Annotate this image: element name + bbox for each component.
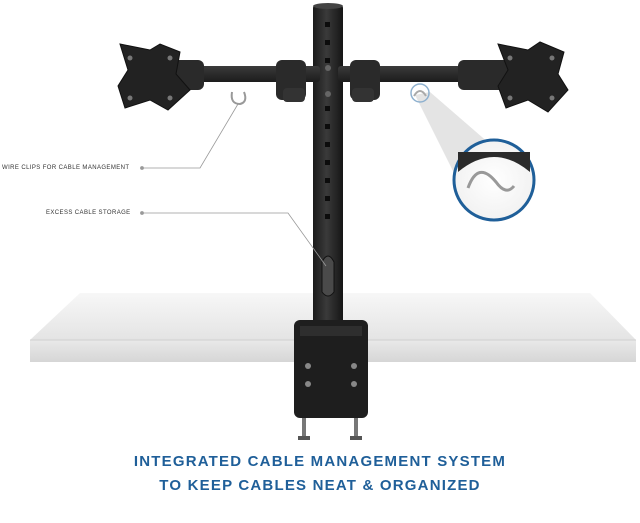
collar-screw (325, 65, 331, 71)
callout-line-cable-storage (140, 211, 327, 267)
collar-screw (325, 91, 331, 97)
caption-line-2: TO KEEP CABLES NEAT & ORGANIZED (159, 477, 481, 494)
wire-clip-right (410, 83, 430, 103)
right-vesa-plate (497, 41, 569, 113)
cable-storage-slot (321, 255, 335, 297)
caption-line-1: INTEGRATED CABLE MANAGEMENT SYSTEM (133, 453, 507, 470)
callout-cable-storage-label: EXCESS CABLE STORAGE (46, 210, 131, 216)
clamp-screws (305, 363, 357, 387)
wire-clip-closeup (466, 171, 516, 192)
callout-wire-clips-label: WIRE CLIPS FOR CABLE MANAGEMENT (2, 165, 130, 171)
left-vesa-plate (117, 43, 191, 111)
mount-pole (313, 3, 343, 335)
desk-clamp (294, 320, 368, 440)
callout-line-wire-clips (140, 103, 239, 170)
magnifier-inset (452, 138, 536, 222)
pole-holes (325, 22, 330, 219)
wire-clip-left (230, 91, 247, 106)
